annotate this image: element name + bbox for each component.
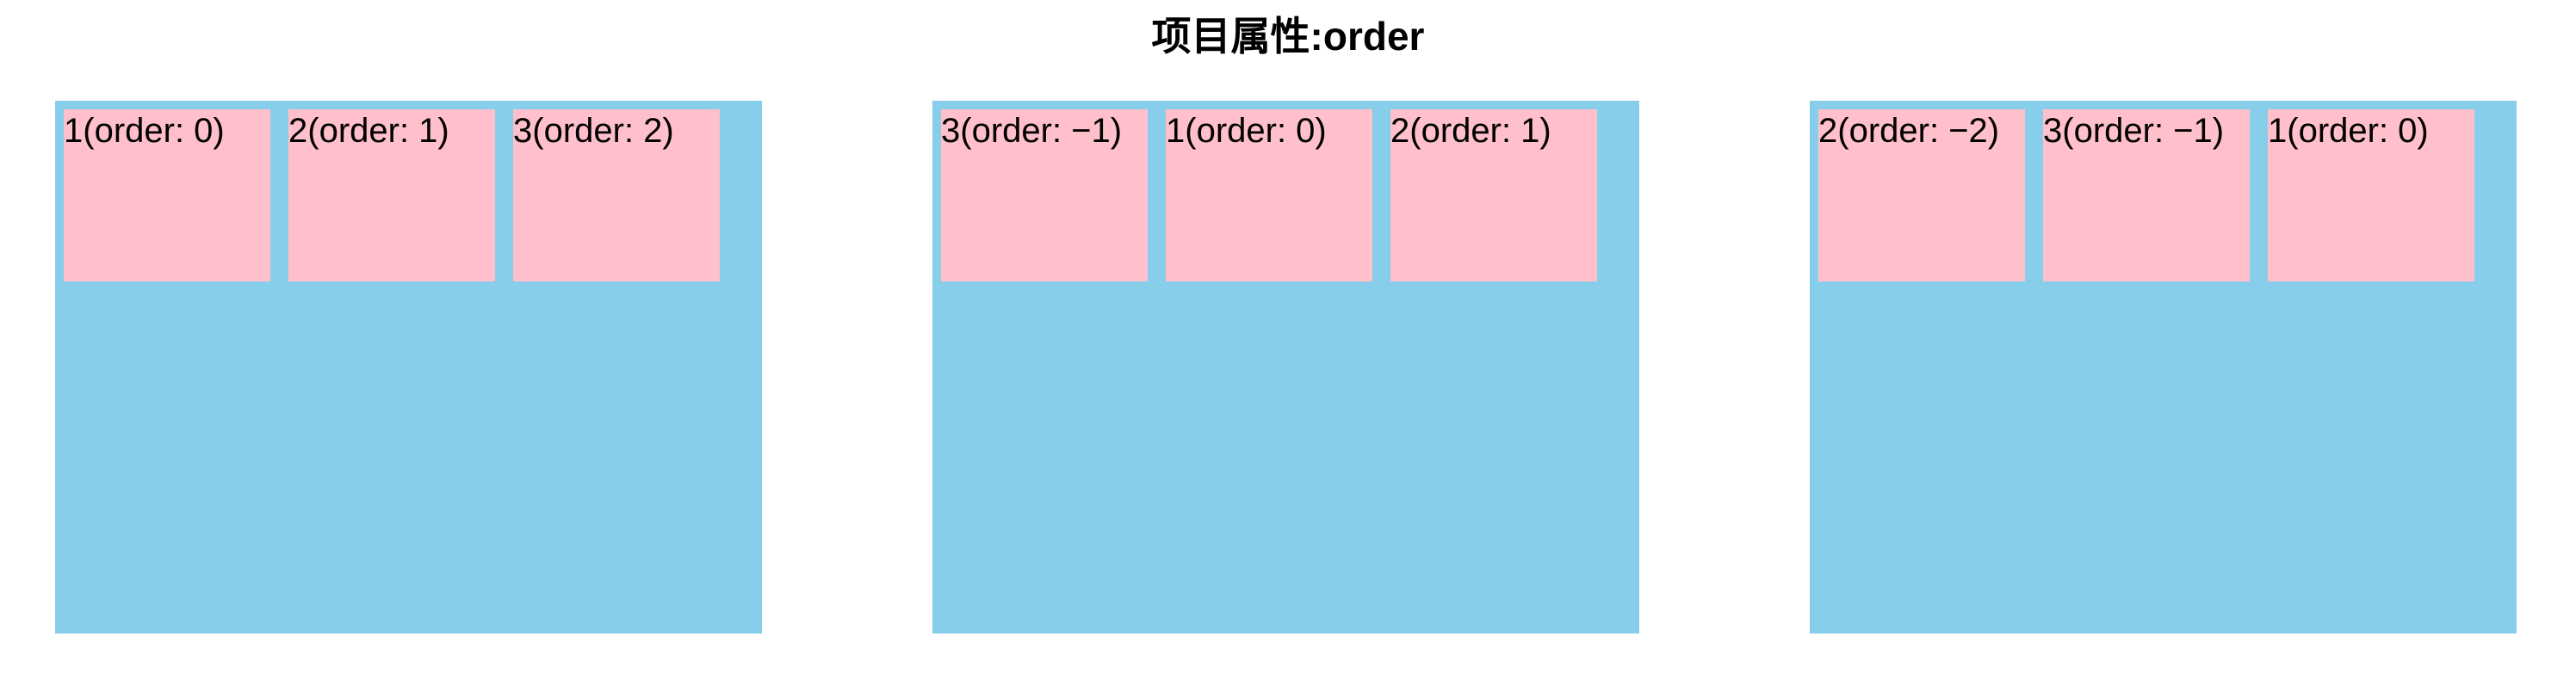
flex-container-2: 3(order: −1) 1(order: 0) 2(order: 1) (932, 101, 1639, 634)
flex-item: 2(order: −2) (1818, 109, 2025, 281)
page-title: 项目属性:order (1151, 14, 1425, 59)
flex-item: 3(order: 2) (513, 109, 720, 281)
flex-container-3: 2(order: −2) 3(order: −1) 1(order: 0) (1810, 101, 2517, 634)
flex-item: 1(order: 0) (64, 109, 270, 281)
flex-item: 3(order: −1) (941, 109, 1148, 281)
flex-container-1: 1(order: 0) 2(order: 1) 3(order: 2) (55, 101, 762, 634)
flex-item: 3(order: −1) (2043, 109, 2250, 281)
flex-item: 2(order: 1) (288, 109, 495, 281)
flex-item: 1(order: 0) (1166, 109, 1372, 281)
flex-item: 1(order: 0) (2268, 109, 2474, 281)
flex-item: 2(order: 1) (1390, 109, 1597, 281)
